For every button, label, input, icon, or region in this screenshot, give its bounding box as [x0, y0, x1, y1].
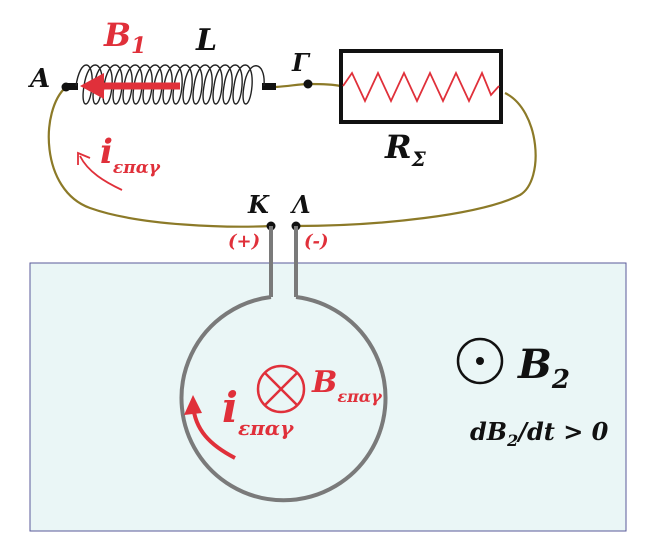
- node-a: [61, 82, 71, 92]
- label-b-induced: B: [311, 365, 337, 400]
- svg-text:Bεπαγ: Bεπαγ: [311, 365, 383, 406]
- svg-text:iεπαγ: iεπαγ: [100, 132, 161, 178]
- label-b2-sub: 2: [551, 365, 570, 395]
- label-i-loop-sub: επαγ: [238, 416, 294, 440]
- svg-text:dB2/dt > 0: dB2/dt > 0: [470, 417, 609, 450]
- svg-text:B1: B1: [103, 16, 146, 59]
- label-db-rest: /dt > 0: [516, 417, 608, 446]
- label-b-induced-sub: επαγ: [337, 387, 383, 406]
- b2-out-of-page-icon: [456, 337, 504, 385]
- conducting-loop: [179, 226, 388, 503]
- label-plus: (+): [228, 231, 260, 252]
- svg-text:RΣ: RΣ: [384, 128, 427, 171]
- label-a: Α: [27, 64, 50, 94]
- svg-text:B2: B2: [517, 341, 570, 395]
- label-r: R: [384, 128, 412, 166]
- circuit-current-arrow: [77, 151, 123, 191]
- label-b1-sub: 1: [131, 33, 146, 59]
- label-b1: B: [103, 16, 131, 54]
- label-lambda: Λ: [290, 190, 311, 219]
- label-gamma: Γ: [291, 48, 311, 77]
- label-i-top: i: [100, 132, 113, 172]
- label-r-sub: Σ: [411, 147, 427, 171]
- label-i-loop: i: [222, 383, 238, 432]
- label-k: Κ: [247, 190, 270, 219]
- label-minus: (-): [304, 231, 329, 252]
- resistor: [339, 49, 503, 124]
- b1-field-arrow: [80, 73, 180, 99]
- label-db-sub: 2: [506, 431, 518, 450]
- label-i-top-sub: επαγ: [113, 158, 161, 178]
- label-l: L: [195, 23, 217, 58]
- b-induced-into-page-icon: [256, 364, 306, 414]
- loop-current-arrow: [184, 395, 236, 460]
- label-b2: B: [517, 341, 552, 388]
- svg-text:iεπαγ: iεπαγ: [222, 383, 294, 440]
- node-gamma: [303, 79, 313, 89]
- label-db: dB: [470, 417, 507, 446]
